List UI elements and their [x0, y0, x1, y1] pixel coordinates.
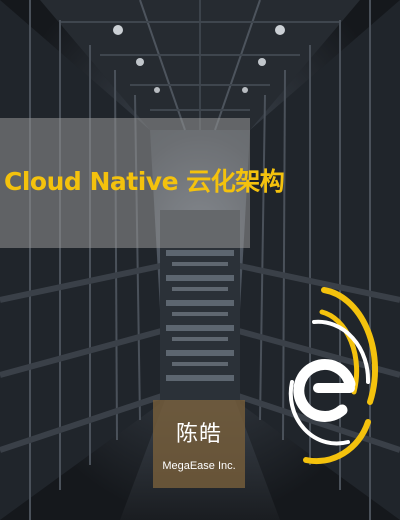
- presenter-name: 陈皓: [175, 422, 222, 447]
- megaease-e-icon: [288, 287, 379, 465]
- title-band: [0, 118, 250, 248]
- presenter-company: MegaEase Inc.: [162, 460, 236, 472]
- slide-title: Cloud Native 云化架构: [4, 167, 285, 196]
- presenter-box: 陈皓 MegaEase Inc.: [153, 400, 245, 488]
